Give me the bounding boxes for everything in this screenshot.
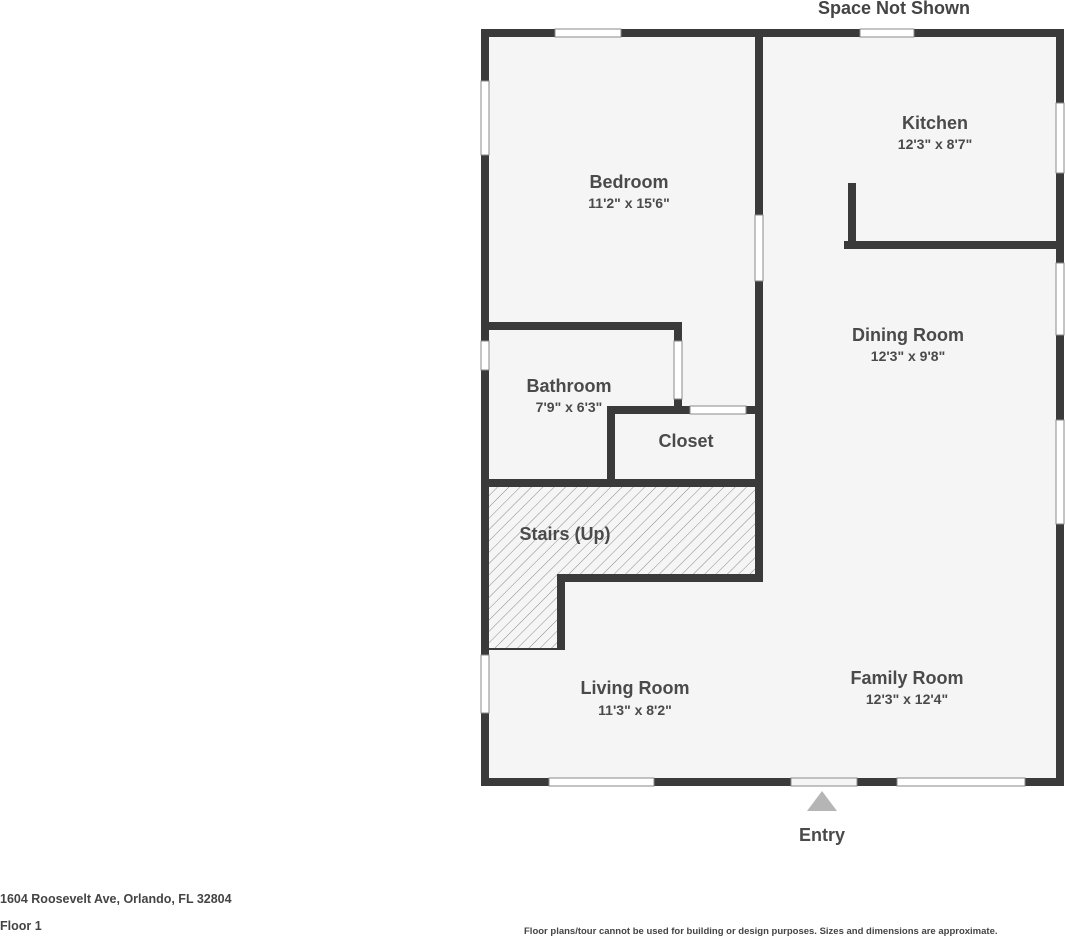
wall-exterior-bottom bbox=[481, 778, 1064, 786]
dining-room-name: Dining Room bbox=[852, 325, 964, 345]
wall-exterior-top bbox=[481, 29, 1064, 37]
bedroom-dims: 11'2" x 15'6" bbox=[588, 195, 669, 211]
dining-room-dims: 12'3" x 9'8" bbox=[871, 348, 945, 364]
wall-stairs-south bbox=[557, 574, 763, 582]
family-room-name: Family Room bbox=[850, 668, 963, 688]
window-dining-right-1 bbox=[1055, 262, 1065, 336]
door-bedroom-dining bbox=[754, 214, 764, 282]
window-kitchen-right bbox=[1055, 102, 1065, 174]
window-bathroom-left bbox=[480, 340, 490, 371]
door-closet bbox=[689, 405, 747, 415]
wall-closet-north bbox=[607, 406, 759, 414]
space-not-shown-label: Space Not Shown bbox=[818, 0, 970, 18]
window-dining-right-2 bbox=[1055, 419, 1065, 525]
property-address: 1604 Roosevelt Ave, Orlando, FL 32804 bbox=[0, 892, 232, 906]
living-room-name: Living Room bbox=[581, 678, 690, 698]
window-living-bottom bbox=[548, 777, 655, 787]
door-bathroom bbox=[673, 340, 683, 400]
wall-exterior-left bbox=[481, 29, 489, 786]
disclaimer-text: Floor plans/tour cannot be used for buil… bbox=[524, 926, 998, 937]
entry-arrow-icon bbox=[807, 791, 837, 811]
entry-label: Entry bbox=[799, 825, 845, 845]
bathroom-dims: 7'9" x 6'3" bbox=[536, 399, 603, 415]
wall-kitchen-south bbox=[844, 241, 1060, 249]
kitchen-dims: 12'3" x 8'7" bbox=[898, 136, 972, 152]
wall-closet-west bbox=[607, 406, 615, 486]
wall-exterior-right bbox=[1056, 29, 1064, 786]
window-living-left bbox=[480, 654, 490, 714]
kitchen-name: Kitchen bbox=[902, 113, 968, 133]
windows bbox=[480, 28, 1065, 787]
window-bedroom-top bbox=[554, 28, 622, 38]
entry-opening bbox=[790, 777, 858, 787]
window-family-bottom bbox=[896, 777, 1026, 787]
wall-bedroom-east bbox=[755, 33, 763, 579]
family-room-dims: 12'3" x 12'4" bbox=[866, 691, 948, 707]
stairs-area bbox=[487, 486, 757, 649]
window-bedroom-left bbox=[480, 80, 490, 156]
wall-kitchen-stub bbox=[848, 183, 856, 245]
closet-name: Closet bbox=[658, 431, 713, 451]
wall-stairs-west bbox=[557, 574, 565, 650]
walls bbox=[481, 29, 1064, 786]
bathroom-name: Bathroom bbox=[527, 376, 612, 396]
stairs-name: Stairs (Up) bbox=[519, 524, 610, 544]
wall-bathroom-north bbox=[484, 322, 682, 330]
floor-area bbox=[484, 33, 1060, 782]
bedroom-name: Bedroom bbox=[589, 172, 668, 192]
floor-label: Floor 1 bbox=[0, 919, 42, 933]
wall-stairs-north bbox=[484, 479, 763, 487]
window-kitchen-top bbox=[859, 28, 915, 38]
living-room-dims: 11'3" x 8'2" bbox=[598, 702, 672, 718]
